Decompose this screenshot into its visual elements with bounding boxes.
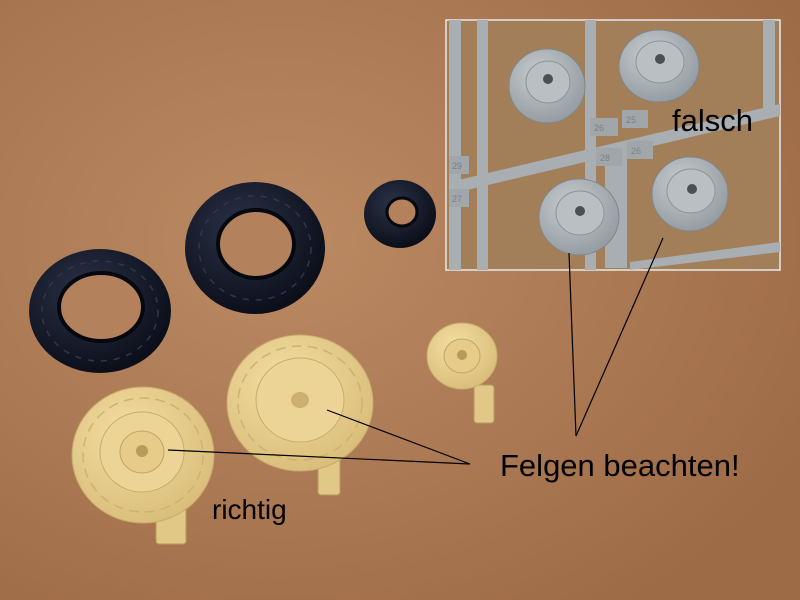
- resin-wheel-middle: [226, 334, 374, 496]
- sprue-number: 27: [452, 194, 462, 204]
- label-felgen-beachten: Felgen beachten!: [500, 448, 740, 483]
- annotation-lines: [167, 237, 664, 465]
- grey-rim-bottom-left: [538, 178, 620, 256]
- grey-rim-top-left: [508, 48, 586, 124]
- resin-wheel-left: [71, 386, 215, 545]
- sprue-number: 26: [631, 146, 641, 156]
- grey-rim-bottom-right: [651, 156, 729, 232]
- black-tire-large: [29, 249, 171, 373]
- label-richtig: richtig: [212, 494, 287, 525]
- sprue-number: 26: [594, 123, 604, 133]
- sprue-number: 25: [626, 115, 636, 125]
- grey-rim-top-right: [618, 29, 700, 103]
- inset-sprue-photo: 26 25 28 26 29 27: [445, 19, 781, 271]
- label-falsch: falsch: [672, 103, 753, 138]
- sprue-number: 29: [452, 161, 462, 171]
- sprue-number: 28: [600, 153, 610, 163]
- black-tire-small: [364, 180, 436, 248]
- resin-wheel-small: [426, 322, 498, 424]
- black-tire-medium: [185, 182, 325, 314]
